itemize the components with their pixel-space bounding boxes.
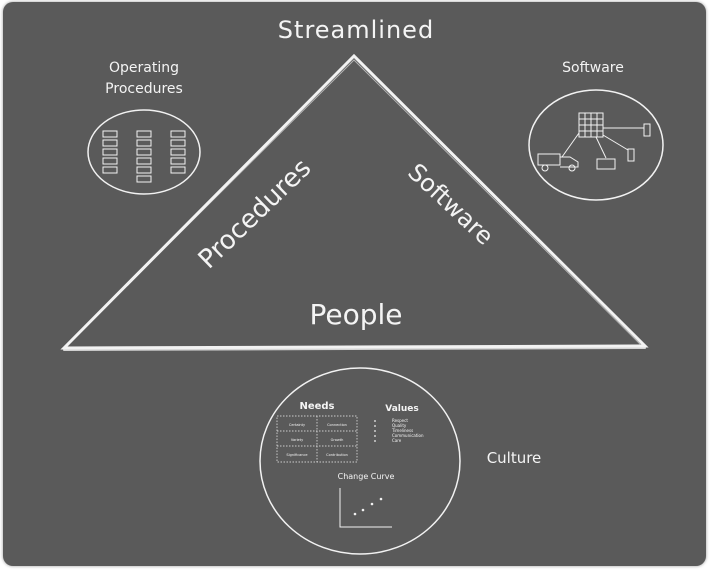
values-item: Timeliness: [391, 428, 413, 433]
values-item: Care: [392, 438, 402, 443]
software-panel-label: Software: [562, 60, 624, 76]
software-circle: [528, 89, 664, 201]
phone-icon: [643, 123, 651, 137]
needs-cell: Connection: [327, 423, 347, 427]
triangle-label-software: Software: [402, 158, 498, 251]
operating-procedures-label-line2: Procedures: [105, 81, 183, 97]
operating-procedures-label-line1: Operating: [109, 60, 179, 76]
phone-small-icon: [627, 148, 635, 162]
truck-icon: [537, 153, 579, 172]
streamlined-triangle: [60, 53, 649, 351]
needs-grid: [276, 415, 358, 463]
values-item: Respect: [392, 418, 408, 423]
tablet-icon: [596, 158, 616, 170]
needs-cell: Certainty: [289, 423, 305, 427]
needs-cell: Variety: [291, 438, 303, 442]
operating-procedures-circle: [87, 109, 201, 195]
values-list: [374, 420, 376, 442]
culture-label: Culture: [487, 449, 542, 467]
culture-circle: [259, 367, 461, 555]
diagram-title: Streamlined: [278, 16, 434, 44]
needs-cell: Significance: [286, 453, 307, 457]
needs-cell: Contribution: [326, 453, 348, 457]
needs-cell: Growth: [331, 438, 344, 442]
change-curve-title: Change Curve: [338, 472, 395, 481]
triangle-label-procedures: Procedures: [193, 153, 318, 275]
needs-title: Needs: [299, 401, 334, 412]
values-item: Communication: [392, 433, 424, 438]
chalkboard: [3, 2, 706, 566]
values-title: Values: [385, 404, 419, 414]
values-item: Quality: [392, 423, 407, 428]
triangle-label-people: People: [309, 298, 402, 331]
flowchart-icon: [102, 130, 186, 183]
change-curve-chart: [339, 488, 392, 528]
